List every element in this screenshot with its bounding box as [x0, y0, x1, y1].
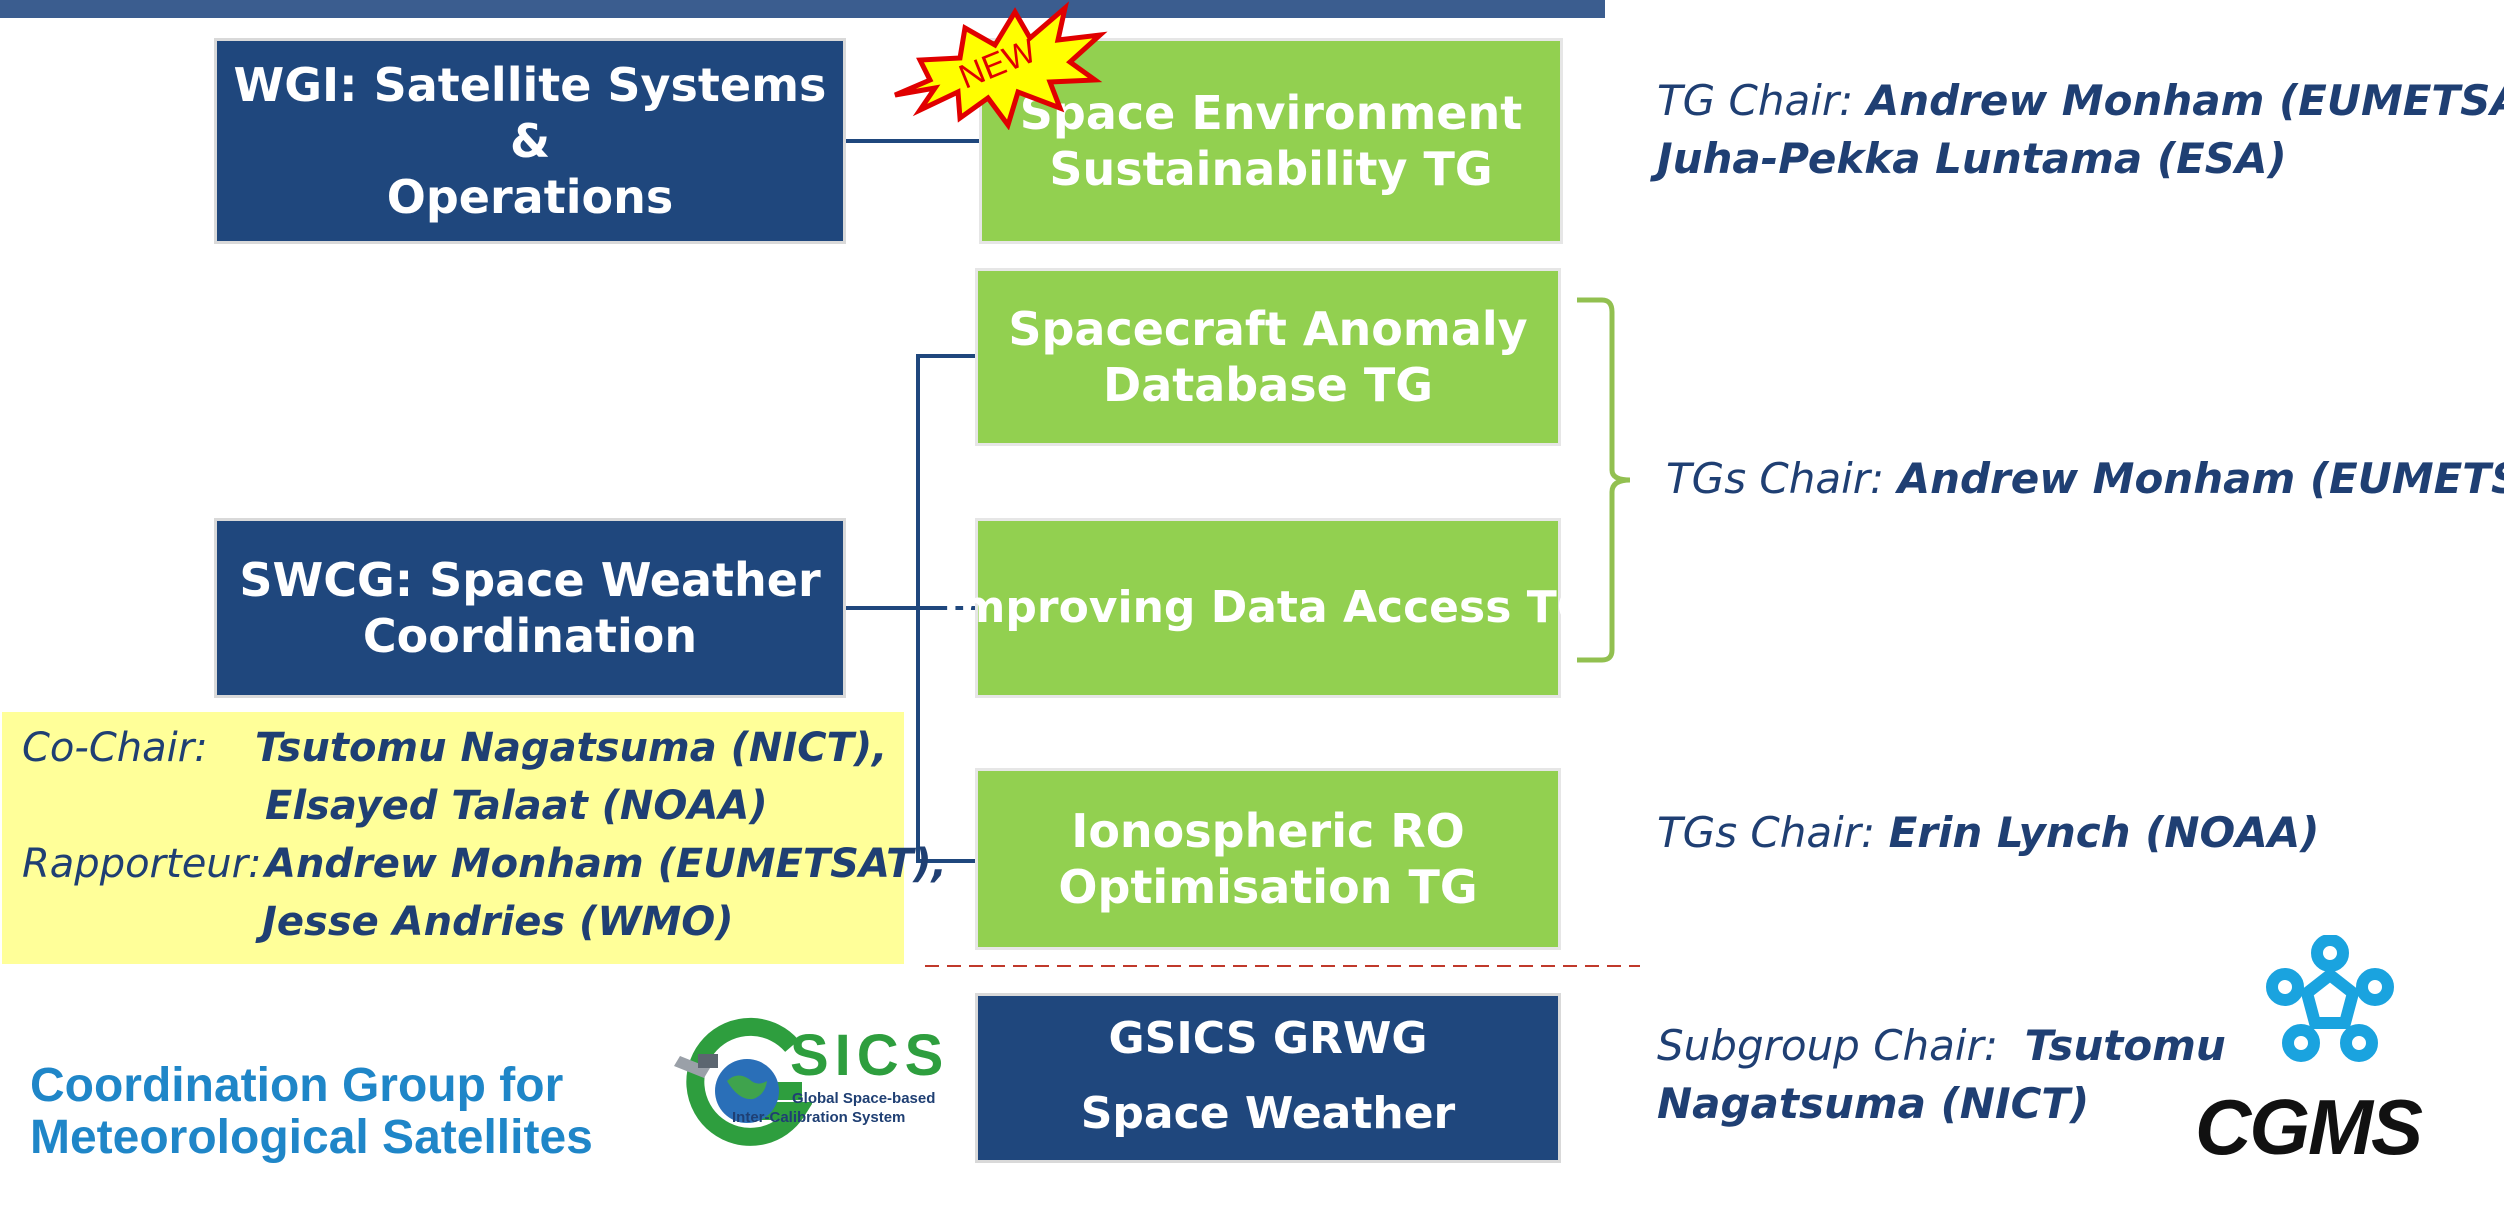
- rapporteur-name-1: Andrew Monham (EUMETSAT),: [265, 841, 947, 887]
- ida-title: Improving Data Access TG: [943, 582, 1593, 634]
- iro-box: Ionospheric RO Optimisation TG: [975, 768, 1561, 950]
- rapporteur-name-2: Jesse Andries (WMO): [262, 899, 734, 945]
- top-banner-bar: [0, 0, 1605, 18]
- gsics-tagline-line2: Inter-Calibration System: [732, 1109, 906, 1126]
- sest-chair-name-line1: Andrew Monham (EUMETSAT) /: [1866, 76, 2504, 125]
- cochair-name-2: Elsayed Talaat (NOAA): [265, 783, 768, 829]
- sest-title-line2: Sustainability TG: [1049, 142, 1493, 196]
- sad-box: Spacecraft Anomaly Database TG: [975, 268, 1561, 446]
- cgms-name-line1: Coordination Group for: [30, 1059, 564, 1112]
- subgroup-chair-name-line2: Nagatsuma (NICT): [1657, 1078, 2090, 1128]
- swcg-box: SWCG: Space Weather Coordination: [214, 518, 846, 698]
- subgroup-chair-label: Subgroup Chair:: [1657, 1021, 1998, 1070]
- tgs-chair-name: Andrew Monham (EUMETSAT): [1897, 454, 2504, 503]
- gsics-subgroup-box: GSICS GRWG Space Weather Subgroup: [975, 993, 1561, 1214]
- gsics-logo-text: SICS: [790, 1023, 950, 1088]
- rapporteur-label: Rapporteur:: [22, 841, 262, 887]
- gsics-tagline-line1: Global Space-based: [792, 1090, 936, 1107]
- sest-box: Space Environment Sustainability TG: [979, 38, 1563, 244]
- iro-chair: TGs Chair: Erin Lynch (NOAA): [1657, 804, 2319, 862]
- swcg-title-line2: Coordination: [362, 609, 698, 663]
- connector-lines: [846, 139, 1640, 967]
- sest-chair-name-line2: Juha-Pekka Luntama (ESA): [1657, 133, 2287, 183]
- cochair-label: Co-Chair:: [22, 725, 208, 771]
- swcg-officers-box: [2, 712, 904, 964]
- tgs-brace: [1577, 297, 1631, 663]
- iro-title-line1: Ionospheric RO: [1071, 803, 1465, 858]
- wgi-title-line1: WGI: Satellite Systems &: [233, 57, 827, 168]
- iro-title-line2: Optimisation TG: [1058, 860, 1478, 914]
- sest-chair-label: TG Chair:: [1657, 76, 1854, 125]
- gsics-logo: SICS Global Space-based Inter-Calibratio…: [672, 1016, 952, 1153]
- cgms-name-line2: Meteorological Satellites: [30, 1111, 593, 1164]
- tgs-chair-label: TGs Chair:: [1666, 454, 1885, 503]
- wgi-title-line2: Operations: [386, 170, 674, 225]
- sest-title-line1: Space Environment: [1019, 85, 1523, 140]
- cgms-emblem-icon: [2266, 935, 2394, 1062]
- swcg-title-line1: SWCG: Space Weather: [239, 552, 821, 607]
- sest-chair: TG Chair: Andrew Monham (EUMETSAT) / Juh…: [1657, 72, 2504, 188]
- sad-title-line1: Spacecraft Anomaly: [1008, 301, 1528, 356]
- iro-chair-label: TGs Chair:: [1657, 808, 1876, 857]
- cochair-name-1: Tsutomu Nagatsuma (NICT),: [255, 725, 888, 771]
- cgms-logo-text: CGMS: [2195, 1083, 2423, 1171]
- ida-box: Improving Data Access TG: [943, 518, 1593, 698]
- iro-chair-name: Erin Lynch (NOAA): [1888, 808, 2320, 857]
- gsics-title-line2: Space Weather Subgroup: [1080, 1087, 1456, 1214]
- subgroup-chair: Subgroup Chair: Tsutomu Nagatsuma (NICT): [1657, 1017, 2226, 1133]
- subgroup-chair-name-line1: Tsutomu: [2024, 1021, 2226, 1070]
- gsics-globe-icon: [674, 1017, 812, 1146]
- sad-title-line2: Database TG: [1103, 358, 1433, 412]
- wgi-box: WGI: Satellite Systems & Operations: [214, 38, 846, 244]
- gsics-title-line1: GSICS GRWG: [1108, 1013, 1428, 1064]
- tgs-chair: TGs Chair: Andrew Monham (EUMETSAT): [1666, 450, 2504, 508]
- new-badge-icon: NEW: [894, 1, 1108, 130]
